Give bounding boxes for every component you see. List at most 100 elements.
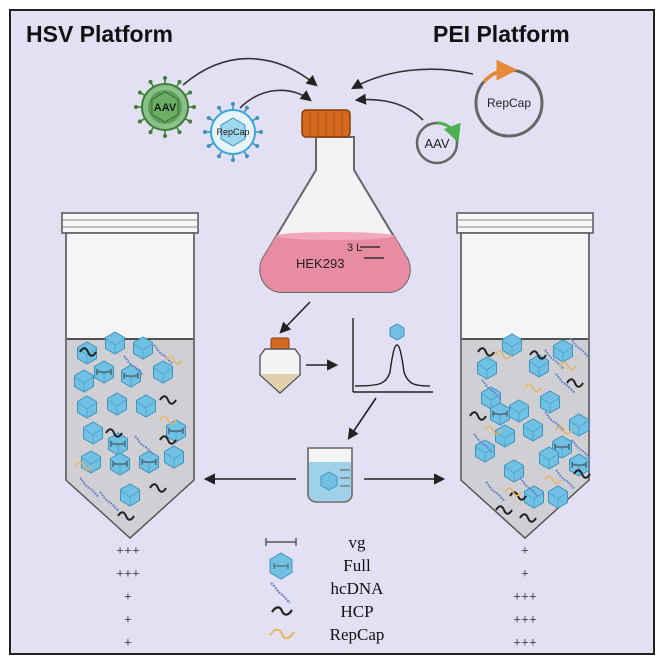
hcdna-strand	[555, 469, 576, 490]
legend-label-hcdna: hcDNA	[331, 579, 385, 598]
full-capsid-icon	[269, 552, 293, 580]
pei-score-5: +++	[513, 636, 537, 651]
capsid-icon	[548, 485, 568, 509]
legend: vg Full hcDNA HCP RepCap	[265, 533, 385, 644]
hsv-score-4: +	[124, 613, 132, 628]
pei-scores: +++++++++++	[513, 544, 537, 651]
hsv-score-3: +	[124, 590, 132, 605]
capsid-icon	[504, 459, 524, 483]
hcdna-strand	[99, 491, 120, 512]
legend-label-vg: vg	[349, 533, 367, 552]
hcdna-strand	[569, 337, 590, 358]
hcdna-strand	[153, 344, 174, 365]
capsid-icon	[502, 333, 522, 357]
hcp-fragment	[159, 435, 177, 445]
title-pei-platform: PEI Platform	[433, 21, 570, 47]
capsid-icon	[133, 336, 153, 360]
hcp-fragment	[495, 505, 513, 515]
legend-label-hcp: HCP	[340, 602, 373, 621]
capsid-icon	[83, 421, 103, 445]
repcap-fragment	[494, 350, 512, 360]
repcap-fragment	[504, 487, 522, 497]
hcdna-strand	[519, 477, 540, 498]
hcp-fragment	[519, 513, 537, 523]
capsid-icon	[74, 369, 94, 393]
hcdna-strand	[481, 379, 502, 400]
arrow-repcap-plasmid-to-flask	[351, 68, 474, 90]
capsid-icon	[107, 392, 127, 416]
beaker-icon	[307, 447, 353, 503]
hcp-fragment	[105, 428, 123, 438]
repcap-fragment	[524, 383, 542, 393]
hcdna-strand	[134, 435, 155, 456]
title-hsv-platform: HSV Platform	[26, 21, 173, 47]
capsid-icon	[523, 418, 543, 442]
pei-repcap-plasmid-label: RepCap	[487, 96, 531, 110]
hcdna-strand	[485, 481, 506, 502]
arrow-chromatography-to-beaker	[347, 397, 377, 440]
arrow-flask-to-filter	[279, 301, 311, 334]
chromatogram-icon	[352, 318, 433, 393]
hcp-icon	[271, 606, 293, 616]
arrow-aav-to-flask	[182, 57, 318, 87]
arrow-aav-plasmid-to-flask	[354, 93, 424, 121]
hcp-fragment	[529, 350, 547, 360]
repcap-fragment	[75, 461, 93, 471]
capsid-icon	[110, 452, 130, 476]
capsid-icon	[81, 450, 101, 474]
hsv-repcap-virus-icon: RepCap	[203, 102, 263, 162]
flask-cell-line-label: HEK293	[296, 256, 344, 271]
capsid-icon	[120, 483, 140, 507]
repcap-fragment	[559, 361, 577, 371]
pei-aav-plasmid-icon: AAV	[415, 121, 461, 165]
capsid-icon	[153, 360, 173, 384]
repcap-fragment	[159, 415, 177, 425]
pei-aav-plasmid-label: AAV	[424, 136, 449, 151]
hsv-score-1: +++	[116, 544, 140, 559]
pei-score-4: +++	[513, 613, 537, 628]
capsid-icon	[139, 450, 159, 474]
capsid-icon	[121, 364, 141, 388]
vg-icon	[265, 538, 297, 546]
capsid-icon	[540, 390, 560, 414]
erlenmeyer-flask: 3 L HEK293	[259, 109, 411, 293]
hcdna-strand	[544, 411, 565, 432]
hcp-fragment	[573, 469, 591, 479]
hcdna-strand	[555, 373, 576, 394]
capsid-icon	[475, 439, 495, 463]
arrow-repcap-to-flask	[239, 89, 312, 109]
peak-capsid-icon	[389, 323, 405, 341]
capsid-icon	[105, 331, 125, 355]
hcp-fragment	[566, 378, 584, 388]
repcap-fragment	[484, 425, 502, 435]
capsid-icon	[569, 413, 589, 437]
hsv-score-2: +++	[116, 567, 140, 582]
capsid-icon	[477, 356, 497, 380]
hcp-fragment	[159, 395, 177, 405]
capsid-icon	[509, 399, 529, 423]
repcap-fragment	[555, 425, 573, 435]
capsid-icon	[490, 402, 510, 426]
depth-filter-icon	[259, 337, 301, 394]
pei-score-2: +	[521, 567, 529, 582]
repcap-fragment	[544, 475, 562, 485]
hcdna-strand	[571, 439, 592, 460]
hcdna-strand	[544, 349, 565, 370]
hcdna-strand	[123, 355, 144, 376]
pei-tube	[456, 212, 594, 540]
capsid-icon	[553, 339, 573, 363]
capsid-icon	[136, 394, 156, 418]
pei-repcap-plasmid-icon: RepCap	[474, 59, 544, 138]
hcp-fragment	[149, 483, 167, 493]
repcap-fragment	[165, 355, 183, 365]
capsid-icon	[529, 354, 549, 378]
pei-score-1: +	[521, 544, 529, 559]
hcdna-icon	[270, 582, 291, 604]
capsid-icon	[94, 360, 114, 384]
capsid-icon	[524, 485, 544, 509]
repcap-icon	[269, 628, 295, 640]
capsid-icon	[495, 424, 515, 448]
hsv-repcap-label: RepCap	[216, 127, 249, 137]
input-arrows	[182, 57, 474, 121]
